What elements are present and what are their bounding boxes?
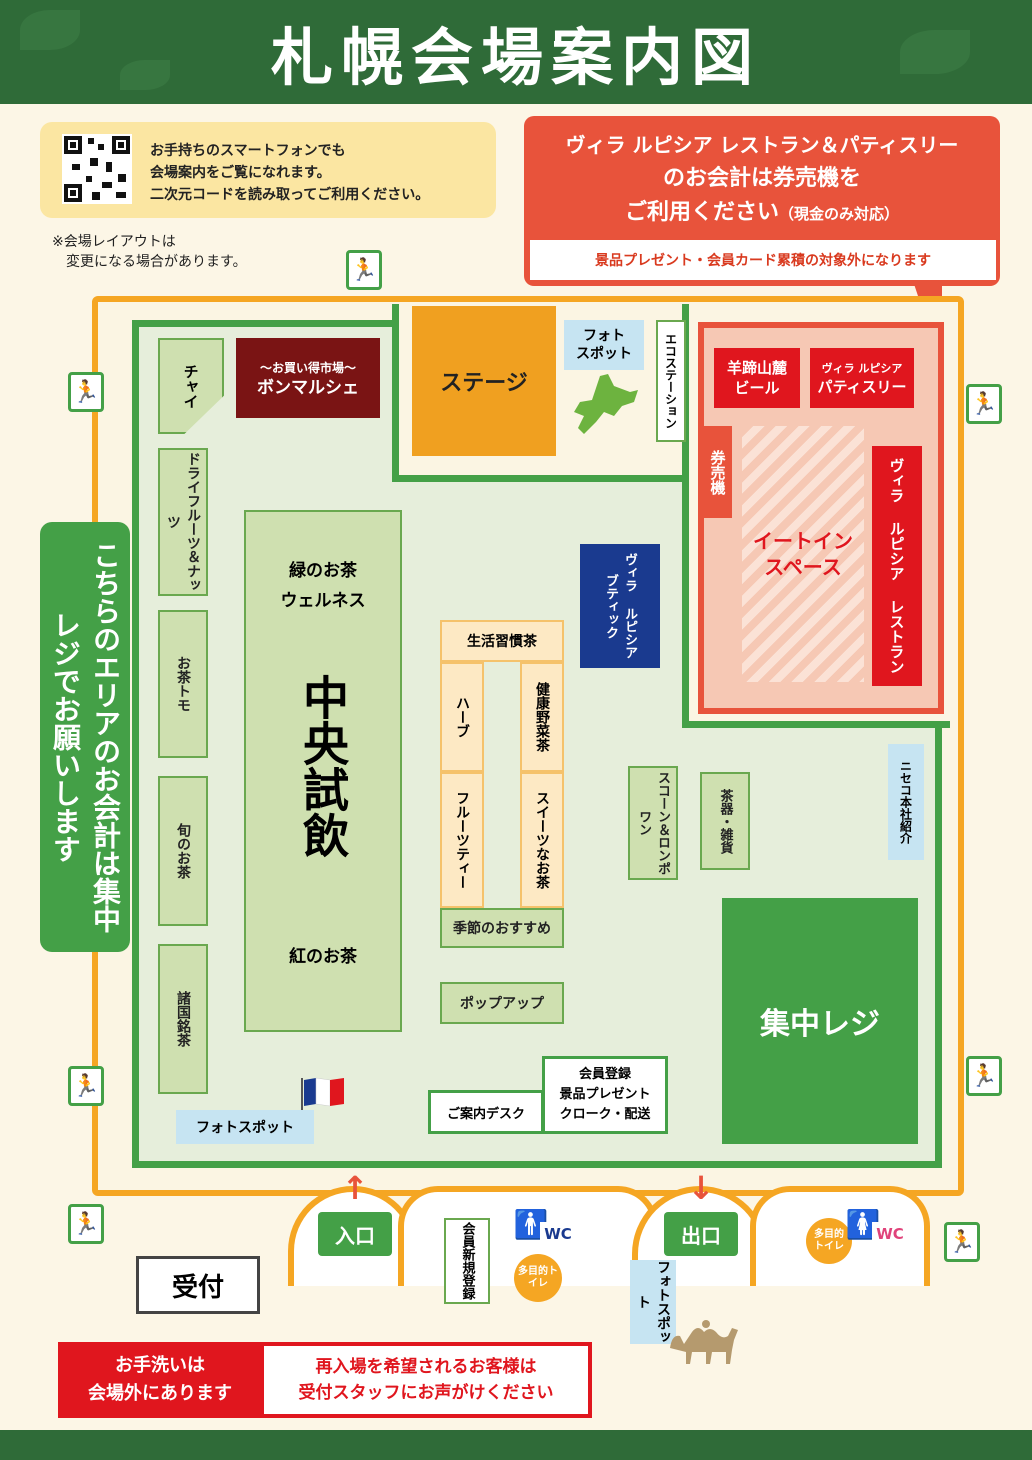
reentry-note: 再入場を希望されるお客様は 受付スタッフにお声がけください [264,1346,588,1414]
stage: ステージ [412,306,556,456]
register-guide-label: こちらのエリアのお会計は集中レジでお願いします [40,522,130,952]
chai-booth[interactable]: チャイ [158,338,224,434]
member-desk[interactable]: 会員登録 景品プレゼント クローク・配送 [542,1056,668,1134]
restaurant-booth[interactable]: ヴィラ ルピシア レストラン [872,446,922,686]
exit-sign[interactable]: 出口 [664,1212,738,1256]
yoteizan-beer-booth[interactable]: 羊蹄山麓 ビール [714,348,800,408]
teaware-booth[interactable]: 茶器・雑貨 [700,772,750,870]
seasonal-booth[interactable]: 季節のおすすめ [440,908,564,948]
bonmarche-label: ボンマルシェ [257,378,359,398]
patisserie-sub: ヴィラ ルピシア [821,362,903,375]
fruit-tea-booth[interactable]: フルーツティー [440,772,484,908]
central-tasting-area[interactable] [244,510,402,1032]
womens-toilet-icon: 🚺 [845,1207,881,1241]
herb-booth[interactable]: ハーブ [440,662,484,772]
eco-station[interactable]: エコステーション [656,320,686,442]
page-title: 札幌会場案内図 [270,21,761,94]
multi-toilet-men: 多目的トイレ [514,1254,562,1302]
shun-booth[interactable]: 旬のお茶 [158,776,208,926]
camel-icon [662,1314,742,1370]
french-flag-icon [298,1074,348,1122]
black-tea-label: 紅のお茶 [289,946,357,967]
callout-line1: ヴィラ ルピシア レストラン＆パティスリー [565,133,959,157]
lifestyle-tea-booth[interactable]: 生活習慣茶 [440,620,564,662]
callout-note-strip: 景品プレゼント・会員カード累積の対象外になります [530,240,996,280]
photo-spot-left[interactable]: フォトスポット [176,1110,314,1144]
info-desk[interactable]: ご案内デスク [428,1090,544,1134]
green-tea-label: 緑のお茶 ウェルネス [280,561,366,611]
central-register[interactable]: 集中レジ [722,898,918,1144]
callout-line3: ご利用ください [624,200,779,225]
scone-booth[interactable]: スコーン＆ロンポワン [628,766,678,880]
patisserie-booth[interactable]: ヴィラ ルピシア パティスリー [810,348,914,408]
header-banner [0,0,1032,104]
hokkaido-icon [570,372,640,442]
ticket-machine[interactable]: 券売機 [704,426,732,518]
photo-spot-top[interactable]: フォト スポット [564,320,644,370]
eat-in-space: イートイン スペース [742,426,864,682]
health-tea-booth[interactable]: 健康野菜茶 [520,662,564,772]
emergency-exit-icon: 🏃 [346,250,382,290]
otomo-booth[interactable]: お茶トモ [158,610,208,758]
payment-callout-text: ヴィラ ルピシア レストラン＆パティスリー のお会計は券売機を ご利用ください（… [524,128,1000,231]
bonmarche-sub: 〜お買い得市場〜 [259,361,356,375]
dried-fruits-booth[interactable]: ドライフルーツ＆ナッツ [158,448,208,596]
patisserie-label: パティスリー [817,378,907,396]
niseko-booth[interactable]: ニセコ本社紹介 [888,744,924,860]
qr-description: お手持ちのスマートフォンでも 会場案内をご覧になれます。 二次元コードを読み取っ… [150,143,430,203]
layout-note: ※会場レイアウトは 変更になる場合があります。 [52,234,247,270]
emergency-exit-icon: 🏃 [966,1056,1002,1096]
multi-toilet-women: 多目的トイレ [806,1218,852,1264]
wc-label-men: WC [540,1222,576,1246]
reception[interactable]: 受付 [136,1256,260,1314]
restroom-note: お手洗いは 会場外にあります [88,1355,232,1404]
bonmarche-booth[interactable]: 〜お買い得市場〜 ボンマルシェ [236,338,380,418]
emergency-exit-icon: 🏃 [68,1066,104,1106]
boutique-booth[interactable]: ヴィラ ルピシア ブティック [580,544,660,668]
emergency-exit-icon: 🏃 [68,1204,104,1244]
emergency-exit-icon: 🏃 [68,372,104,412]
qr-code[interactable] [62,134,132,204]
footer-band [0,1430,1032,1460]
entrance-sign[interactable]: 入口 [318,1212,392,1256]
photo-spot-bottom[interactable]: フォトスポット [630,1260,676,1344]
sweets-tea-booth[interactable]: スイーツなお茶 [520,772,564,908]
exit-arrow-icon: ↓ [687,1169,715,1207]
callout-line3-wrap: ご利用ください（現金のみ対応） [524,196,1000,231]
central-tasting-label: 中央試飲 [296,674,350,858]
emergency-exit-icon: 🏃 [944,1222,980,1262]
meicha-booth[interactable]: 諸国銘茶 [158,944,208,1094]
entrance-arrow-icon: ↑ [341,1169,369,1207]
callout-line2: のお会計は券売機を [662,166,861,191]
popup-booth[interactable]: ポップアップ [440,982,564,1024]
callout-line3-small: （現金のみ対応） [779,205,900,223]
mens-toilet-icon: 🚹 [513,1207,549,1241]
new-member-booth[interactable]: 会員新規登録 [444,1218,490,1304]
wc-label-women: WC [872,1222,908,1246]
emergency-exit-icon: 🏃 [966,384,1002,424]
